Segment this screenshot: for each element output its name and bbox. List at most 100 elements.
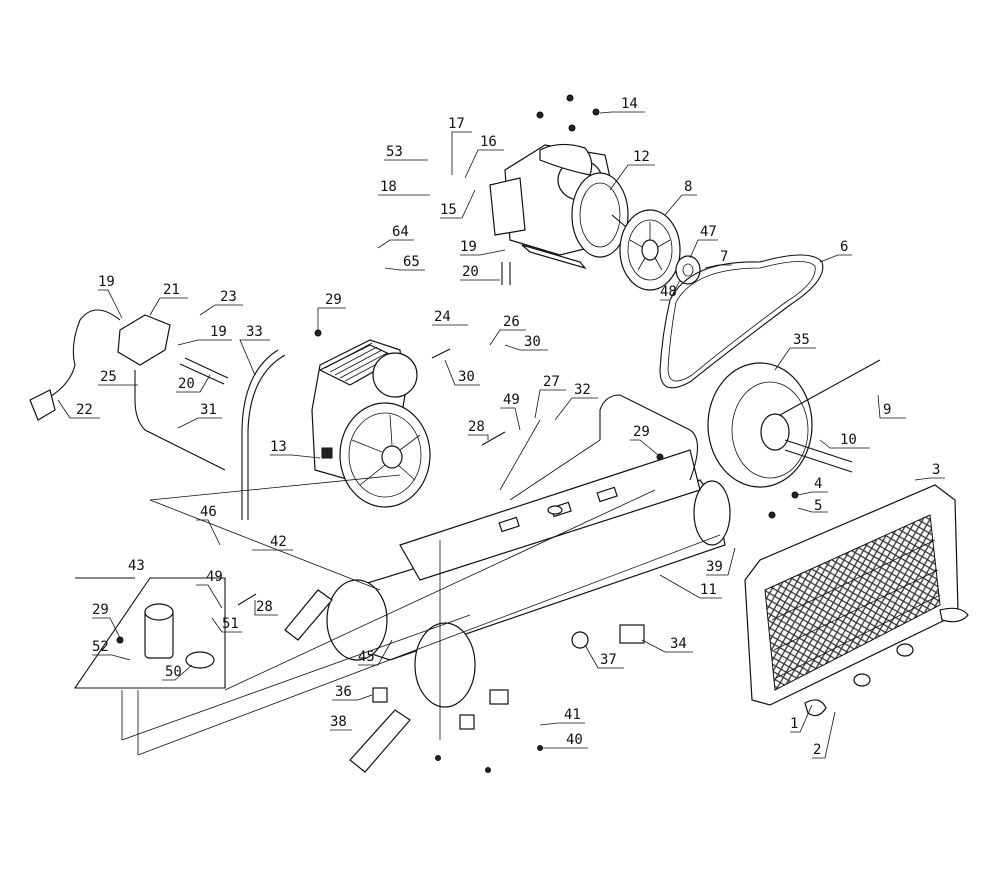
handle bbox=[599, 394, 699, 481]
svg-text:36: 36 bbox=[335, 684, 352, 700]
svg-text:27: 27 bbox=[543, 374, 560, 390]
callout-1: 1 bbox=[790, 704, 813, 733]
callout-19c: 19 bbox=[460, 239, 506, 256]
callout-30a: 30 bbox=[504, 334, 548, 351]
pump bbox=[311, 339, 431, 508]
callout-28b: 28 bbox=[254, 599, 278, 616]
callout-39: 39 bbox=[706, 547, 736, 576]
callout-49a: 49 bbox=[500, 392, 521, 431]
svg-text:10: 10 bbox=[840, 432, 857, 448]
callout-22: 22 bbox=[57, 399, 100, 419]
callout-29c: 29 bbox=[92, 602, 121, 639]
svg-text:5: 5 bbox=[814, 498, 822, 514]
bushing bbox=[675, 255, 701, 285]
callout-19b: 19 bbox=[177, 324, 232, 346]
foot-grip bbox=[349, 709, 411, 773]
svg-text:3: 3 bbox=[932, 462, 940, 478]
callout-12: 12 bbox=[609, 149, 655, 191]
svg-text:45: 45 bbox=[358, 649, 375, 665]
callout-26: 26 bbox=[489, 314, 526, 346]
svg-text:20: 20 bbox=[462, 264, 479, 280]
motor bbox=[489, 143, 633, 270]
callout-50: 50 bbox=[162, 664, 193, 681]
callout-21: 21 bbox=[149, 282, 188, 316]
callout-35: 35 bbox=[774, 332, 816, 371]
belt-guard bbox=[744, 484, 959, 706]
callout-64: 64 bbox=[377, 224, 414, 249]
callout-29b: 29 bbox=[630, 424, 659, 456]
reference-lines bbox=[121, 419, 721, 756]
svg-text:42: 42 bbox=[270, 534, 287, 550]
belt bbox=[659, 254, 824, 389]
pressure-switch bbox=[117, 314, 226, 471]
callout-17: 17 bbox=[448, 116, 472, 175]
svg-text:29: 29 bbox=[92, 602, 109, 618]
svg-text:26: 26 bbox=[503, 314, 520, 330]
svg-text:1: 1 bbox=[790, 716, 798, 732]
svg-text:25: 25 bbox=[100, 369, 117, 385]
callout-53: 53 bbox=[384, 144, 428, 161]
svg-text:2: 2 bbox=[813, 742, 821, 758]
hose bbox=[247, 354, 286, 520]
svg-text:37: 37 bbox=[600, 652, 617, 668]
svg-text:32: 32 bbox=[574, 382, 591, 398]
callout-9: 9 bbox=[877, 394, 906, 419]
callout-49b: 49 bbox=[196, 569, 223, 609]
svg-text:19: 19 bbox=[460, 239, 477, 255]
svg-text:17: 17 bbox=[448, 116, 465, 132]
callout-13: 13 bbox=[270, 439, 321, 459]
callout-27: 27 bbox=[534, 374, 566, 419]
callout-36: 36 bbox=[332, 684, 373, 701]
svg-text:19: 19 bbox=[98, 274, 115, 290]
svg-text:20: 20 bbox=[178, 376, 195, 392]
callout-65: 65 bbox=[384, 254, 425, 271]
callout-41: 41 bbox=[539, 707, 585, 726]
callout-18: 18 bbox=[378, 179, 430, 196]
svg-text:29: 29 bbox=[325, 292, 342, 308]
svg-text:53: 53 bbox=[386, 144, 403, 160]
callout-14: 14 bbox=[599, 96, 645, 114]
svg-text:28: 28 bbox=[468, 419, 485, 435]
svg-text:39: 39 bbox=[706, 559, 723, 575]
callout-33: 33 bbox=[239, 324, 270, 376]
callout-45: 45 bbox=[358, 639, 393, 666]
power-cord bbox=[47, 309, 121, 399]
svg-text:9: 9 bbox=[883, 402, 891, 418]
callout-3: 3 bbox=[914, 462, 945, 481]
callout-6: 6 bbox=[819, 239, 852, 263]
callout-25: 25 bbox=[98, 369, 138, 386]
callout-32: 32 bbox=[554, 382, 598, 421]
svg-text:43: 43 bbox=[128, 558, 145, 574]
svg-text:7: 7 bbox=[720, 249, 728, 265]
callout-28a: 28 bbox=[468, 419, 489, 440]
callout-20b: 20 bbox=[176, 374, 211, 393]
callout-24: 24 bbox=[432, 309, 468, 326]
svg-text:21: 21 bbox=[163, 282, 180, 298]
svg-text:16: 16 bbox=[480, 134, 497, 150]
svg-text:50: 50 bbox=[165, 664, 182, 680]
svg-text:15: 15 bbox=[440, 202, 457, 218]
svg-text:13: 13 bbox=[270, 439, 287, 455]
svg-text:46: 46 bbox=[200, 504, 217, 520]
svg-text:6: 6 bbox=[840, 239, 848, 255]
regulator-kit-box bbox=[73, 577, 226, 689]
callout-40: 40 bbox=[542, 732, 588, 749]
svg-text:31: 31 bbox=[200, 402, 217, 418]
svg-text:49: 49 bbox=[503, 392, 520, 408]
callout-52: 52 bbox=[92, 639, 131, 661]
wheel bbox=[707, 359, 881, 488]
rods bbox=[179, 262, 511, 606]
svg-text:23: 23 bbox=[220, 289, 237, 305]
callout-23: 23 bbox=[199, 289, 243, 316]
callout-37: 37 bbox=[584, 644, 624, 669]
svg-text:11: 11 bbox=[700, 582, 717, 598]
hardware-fasteners bbox=[116, 94, 969, 773]
svg-text:12: 12 bbox=[633, 149, 650, 165]
callout-10: 10 bbox=[819, 432, 870, 449]
svg-text:41: 41 bbox=[564, 707, 581, 723]
callout-46: 46 bbox=[196, 504, 221, 546]
svg-text:40: 40 bbox=[566, 732, 583, 748]
svg-text:24: 24 bbox=[434, 309, 451, 325]
svg-text:19: 19 bbox=[210, 324, 227, 340]
